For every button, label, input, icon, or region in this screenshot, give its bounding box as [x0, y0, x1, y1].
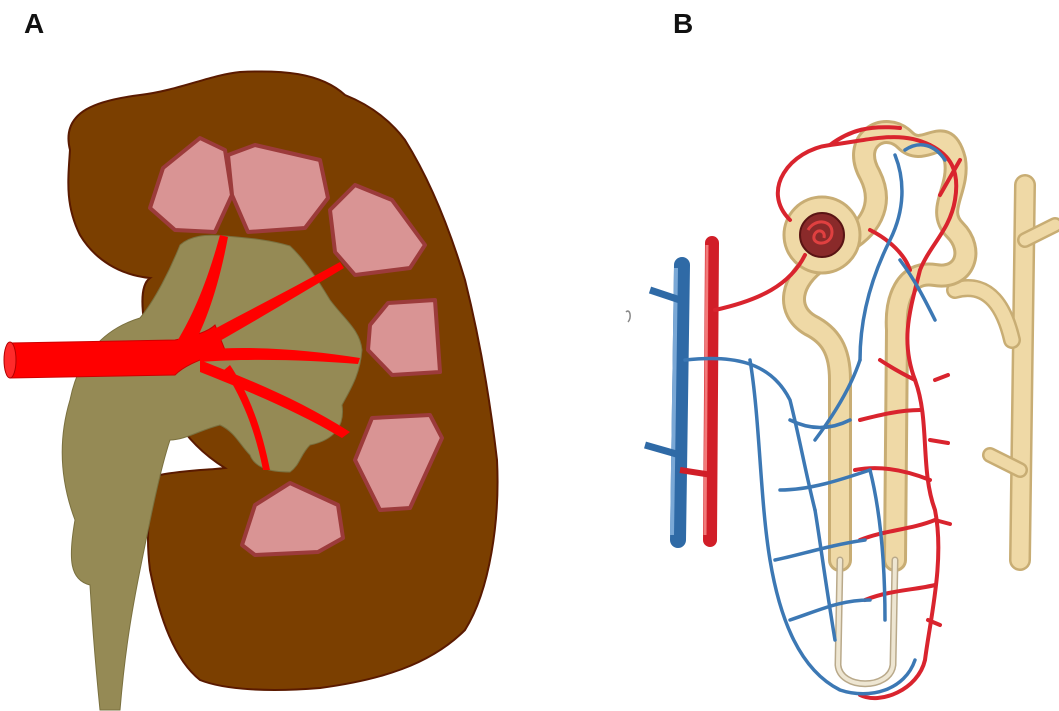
artery-highlight	[705, 245, 707, 535]
loop-of-henle	[838, 560, 895, 684]
capillary-r12	[930, 440, 948, 443]
nephron-diagram	[626, 127, 1055, 698]
stray-mark	[626, 311, 630, 322]
capillary-r10	[865, 585, 935, 600]
glomerular-tuft	[800, 213, 844, 257]
capillary-r11	[935, 375, 948, 380]
interlobular-artery	[710, 243, 712, 540]
glomerulus	[784, 197, 860, 273]
vein-v6	[780, 470, 870, 490]
loop-of-henle-outline	[838, 560, 895, 684]
interlobular-vein	[678, 265, 682, 540]
kidney-diagram	[4, 71, 498, 710]
renal-artery-opening	[4, 342, 16, 378]
pyramid-4	[368, 300, 440, 375]
pyramid-2	[228, 145, 328, 232]
